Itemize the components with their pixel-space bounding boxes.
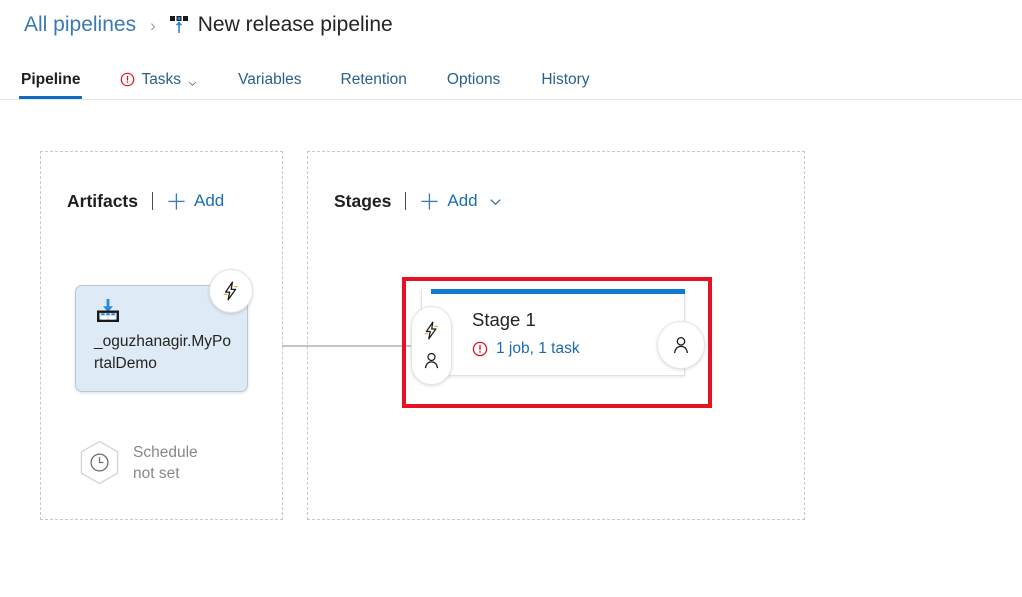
breadcrumb-all-pipelines-link[interactable]: All pipelines [24,13,137,36]
stages-title: Stages [334,190,392,211]
stage-status-text: 1 job, 1 task [496,340,580,357]
tab-tasks[interactable]: Tasks [118,60,199,99]
warning-icon [472,341,488,357]
artifact-continuous-deployment-trigger-badge[interactable] [209,269,253,313]
tab-variables-label: Variables [238,70,302,88]
schedule-line-2: not set [133,464,180,482]
artifacts-panel: Artifacts Add [40,151,283,520]
schedule-line-1: Schedule [133,443,198,461]
person-icon [422,351,441,370]
person-icon [671,335,691,355]
stages-panel: Stages Add [307,151,805,520]
breadcrumb: All pipelines › New release pipeline [24,6,393,44]
tab-tasks-label: Tasks [141,70,182,88]
tab-retention-label: Retention [340,70,407,88]
header-divider [405,192,407,210]
tab-options-label: Options [446,70,501,88]
add-stage-label: Add [447,191,478,210]
chevron-down-icon [188,75,197,86]
page-title: New release pipeline [197,13,393,36]
artifact-node-content: _oguzhanagir.MyPortalDemo [94,298,235,375]
tab-options[interactable]: Options [445,60,502,99]
plus-icon [167,192,186,211]
add-stage-button[interactable]: Add [420,191,501,211]
stage-node[interactable]: Stage 1 1 job, 1 task [421,289,685,376]
tab-history[interactable]: History [539,60,591,99]
breadcrumb-separator: › [150,15,156,35]
plus-icon [420,192,439,211]
stage-node-content: Stage 1 1 job, 1 task [472,308,580,358]
tab-variables[interactable]: Variables [236,60,303,99]
tab-pipeline-label: Pipeline [21,70,81,88]
artifacts-panel-header: Artifacts Add [67,188,224,214]
tab-retention[interactable]: Retention [339,60,409,99]
stages-panel-header: Stages Add [334,188,502,214]
chevron-down-icon [489,195,502,208]
tab-pipeline[interactable]: Pipeline [19,60,83,99]
lightning-bolt-icon [422,321,441,340]
warning-icon [120,72,135,87]
tab-bar: Pipeline Tasks Variables Retention Optio… [0,60,1022,100]
stage-jobs-tasks-link[interactable]: 1 job, 1 task [472,340,580,358]
stage-post-deployment-badge[interactable] [657,321,705,369]
stage-node-name: Stage 1 [472,309,536,330]
add-artifact-label: Add [194,191,225,210]
schedule-trigger[interactable]: Schedule not set [78,440,198,485]
clock-hexagon-icon [78,440,121,485]
add-artifact-button[interactable]: Add [167,191,224,211]
build-artifact-icon [94,298,122,326]
artifacts-title: Artifacts [67,190,138,211]
schedule-text: Schedule not set [133,442,198,484]
lightning-bolt-icon [221,281,241,301]
header-divider [152,192,153,210]
stage-accent-bar [431,289,685,294]
stage-pre-deployment-badge[interactable] [411,306,452,385]
release-pipeline-icon [169,15,189,35]
artifact-to-stage-connector [282,345,432,347]
tab-history-label: History [541,70,590,88]
artifact-node-name: _oguzhanagir.MyPortalDemo [94,333,232,372]
